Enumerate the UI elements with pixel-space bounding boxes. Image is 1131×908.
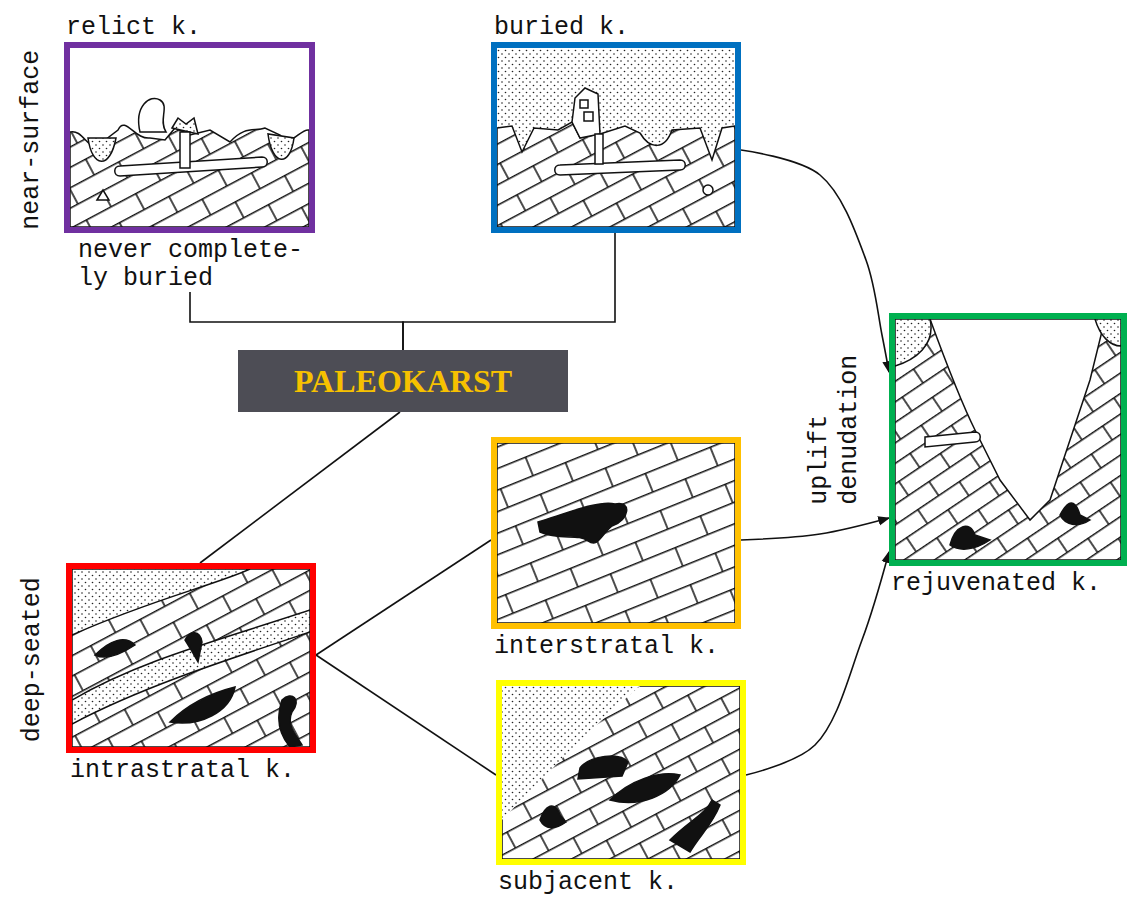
sediment-pocket bbox=[88, 138, 116, 161]
relict-sketch bbox=[70, 98, 309, 227]
panel-frame bbox=[64, 42, 315, 233]
panel-label: rejuvenated k. bbox=[889, 570, 1127, 598]
residual-crag bbox=[139, 98, 166, 132]
panel-label: relict k. bbox=[64, 14, 315, 42]
cave-passage bbox=[555, 160, 686, 175]
connector-line bbox=[200, 412, 400, 563]
level-label: deep-seated bbox=[18, 577, 46, 742]
level-label: near-surface bbox=[18, 50, 46, 230]
panel-frame bbox=[496, 680, 746, 865]
limestone-beds bbox=[895, 319, 1121, 560]
intrastratal-sketch bbox=[72, 569, 310, 747]
filled-cavity bbox=[950, 526, 990, 549]
panel-label: buried k. bbox=[491, 14, 741, 42]
panel-label: interstratal k. bbox=[491, 633, 741, 661]
karst-panel: subjacent k. bbox=[496, 680, 746, 897]
valley-cut bbox=[930, 319, 1105, 520]
filled-cavity bbox=[610, 774, 680, 803]
sediment-pocket bbox=[268, 134, 294, 159]
bracket-line bbox=[190, 292, 403, 350]
panel-label: subjacent k. bbox=[496, 869, 746, 897]
rejuvenated-sketch bbox=[895, 319, 1121, 560]
karst-pillar bbox=[572, 88, 600, 138]
cave-shaft bbox=[180, 132, 190, 168]
filled-cavity bbox=[670, 800, 720, 852]
filled-cavity bbox=[540, 806, 566, 828]
connector-line bbox=[316, 655, 496, 775]
limestone-beds bbox=[497, 443, 735, 623]
panel-label: never complete- ly buried bbox=[64, 237, 315, 292]
small-cavity bbox=[703, 185, 713, 195]
cave-passage bbox=[925, 432, 980, 447]
cover-sediment bbox=[72, 569, 250, 635]
cave-passage bbox=[115, 157, 268, 176]
sediment-fill bbox=[895, 319, 931, 366]
interstratal-sketch bbox=[497, 443, 735, 623]
breccia-cavity bbox=[578, 756, 628, 779]
process-label: denudation bbox=[836, 355, 864, 505]
panel-frame bbox=[491, 437, 741, 629]
panel-label: intrastratal k. bbox=[66, 757, 316, 785]
sediment-fill bbox=[1095, 319, 1121, 346]
karst-panel: relict k. never complete- ly buried bbox=[64, 14, 315, 293]
pillar-block bbox=[584, 112, 593, 121]
filled-cavity bbox=[170, 687, 235, 723]
limestone-beds bbox=[502, 686, 740, 859]
karst-panel: intrastratal k. bbox=[66, 563, 316, 785]
limestone-beds bbox=[70, 125, 309, 227]
subjacent-sketch bbox=[502, 686, 740, 859]
karst-panel: interstratal k. bbox=[491, 437, 741, 661]
process-label: uplift bbox=[806, 415, 834, 505]
connector-line bbox=[316, 540, 491, 655]
limestone-beds bbox=[72, 569, 310, 747]
title-text: PALEOKARST bbox=[294, 363, 512, 400]
sandy-bed bbox=[72, 610, 310, 724]
uplift-arrow bbox=[741, 518, 889, 540]
bracket-line bbox=[403, 233, 615, 350]
uplift-arrow bbox=[741, 150, 889, 372]
filled-cavity bbox=[279, 696, 302, 747]
panel-frame bbox=[491, 42, 741, 233]
filled-cavity bbox=[185, 633, 202, 662]
pillar-block bbox=[580, 100, 588, 108]
small-cavity bbox=[97, 190, 109, 200]
title-box: PALEOKARST bbox=[238, 350, 568, 412]
karst-panel: buried k. bbox=[491, 14, 741, 234]
cave-shaft bbox=[595, 134, 603, 164]
panel-frame bbox=[889, 313, 1127, 566]
filled-cavity bbox=[95, 640, 135, 657]
filled-cavity bbox=[1060, 503, 1090, 525]
buried-sketch bbox=[497, 48, 735, 227]
panel-frame bbox=[66, 563, 316, 753]
karst-panel: rejuvenated k. bbox=[889, 313, 1127, 598]
uplift-arrow bbox=[746, 552, 889, 775]
limestone-beds bbox=[497, 122, 735, 227]
filled-cavity bbox=[538, 503, 627, 543]
